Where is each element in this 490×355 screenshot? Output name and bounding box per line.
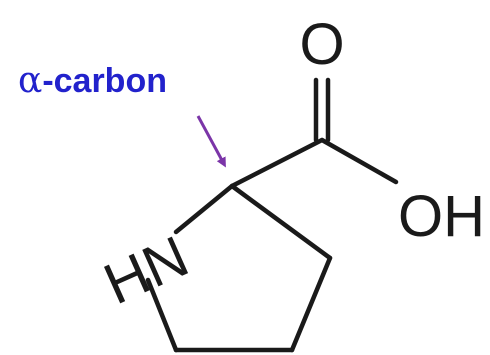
alpha-carbon-label: α-carbon <box>18 60 167 101</box>
alpha-to-carboxyl-bond <box>229 137 325 189</box>
ring-bond-delta-to-nitrogen <box>145 277 179 353</box>
carboxyl-to-hydroxyl-bond <box>319 137 399 185</box>
carbonyl-oxygen-label: O <box>299 12 344 77</box>
amine-label: HN <box>95 224 198 317</box>
alpha-carbon-arrow <box>196 115 226 168</box>
alpha-carbon-label-text: -carbon <box>42 62 167 100</box>
ring-bond-alpha-to-beta <box>229 183 333 261</box>
alpha-to-nitrogen-bond <box>173 183 235 235</box>
hydroxyl-label: OH <box>398 184 485 249</box>
alpha-symbol: α <box>18 60 42 101</box>
ring-bond-beta-to-gamma <box>289 255 333 353</box>
